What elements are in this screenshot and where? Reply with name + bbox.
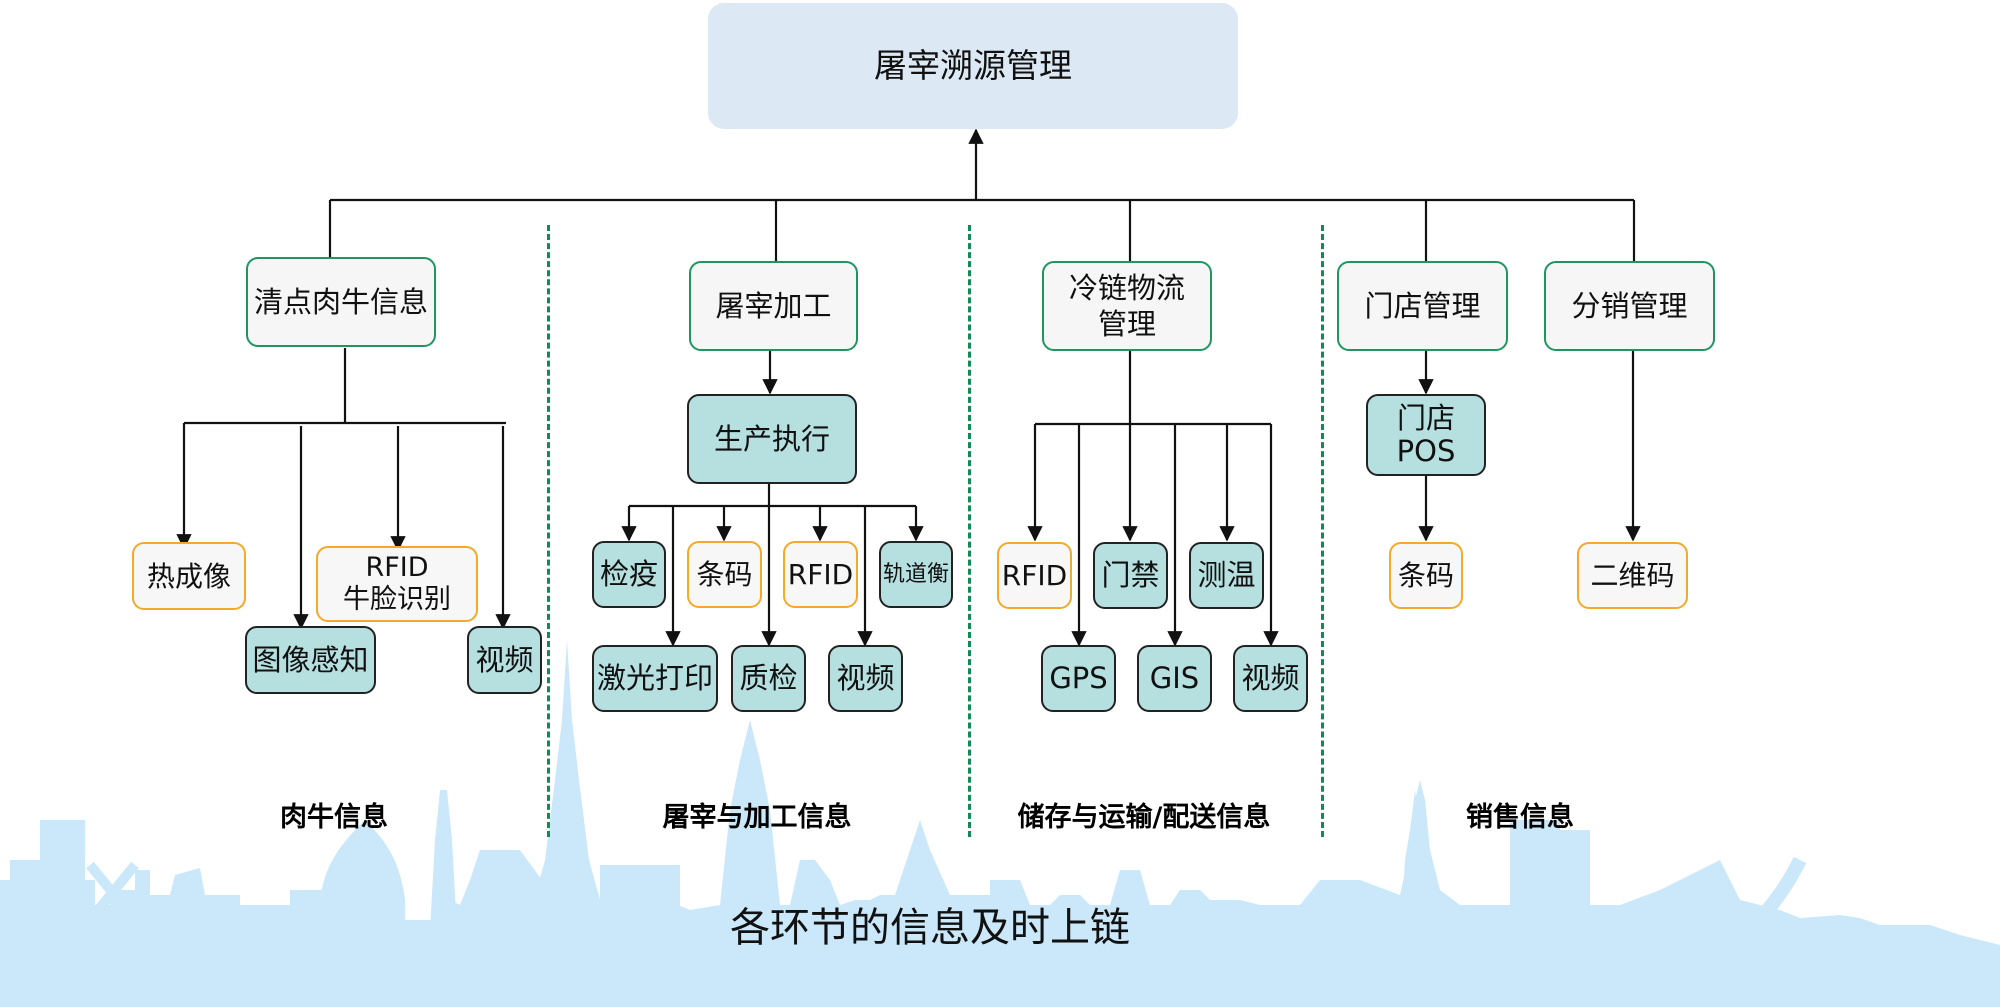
leaf-label: 轨道衡 [882,561,949,587]
category-distribution-management[interactable]: 分销管理 [1544,261,1715,351]
leaf-label: 门禁 [1101,558,1160,593]
leaf-image-perception[interactable]: 图像感知 [245,626,376,694]
category-cold-chain-logistics[interactable]: 冷链物流 管理 [1042,261,1212,351]
skyline-silhouette [0,720,2000,1007]
dome-silhouette [320,820,405,950]
leaf-video-beef[interactable]: 视频 [467,626,542,694]
leaf-label: GIS [1149,661,1200,696]
leaf-rfid-logistics[interactable]: RFID [997,542,1072,609]
leaf-gis[interactable]: GIS [1137,645,1212,712]
section-label-sales-info: 销售信息 [1466,802,1574,833]
root-node-slaughter-traceability[interactable]: 屠宰溯源管理 [708,3,1238,129]
category-store-management[interactable]: 门店管理 [1337,261,1508,351]
category-label: 分销管理 [1571,288,1688,323]
arch-silhouette [600,865,680,950]
leaf-label: 视频 [1241,661,1300,696]
leaf-label: RFID [1001,559,1068,592]
leaf-thermal-imaging[interactable]: 热成像 [132,542,246,610]
leaf-gps[interactable]: GPS [1041,645,1116,712]
leaf-label: 视频 [836,661,895,696]
category-slaughter-processing[interactable]: 屠宰加工 [689,261,858,351]
leaf-label: 质检 [739,661,798,696]
leaf-label: 二维码 [1590,559,1675,592]
category-beef-counting[interactable]: 清点肉牛信息 [246,257,436,347]
leaf-label: 激光打印 [596,661,713,696]
leaf-temperature[interactable]: 测温 [1189,542,1264,609]
leaf-track-scale[interactable]: 轨道衡 [879,541,953,608]
section-label-slaughter-processing-info: 屠宰与加工信息 [662,802,852,833]
leaf-label: 条码 [1397,559,1454,592]
leaf-label: RFID [787,558,854,591]
leaf-label: 检疫 [599,557,658,592]
category-label: 清点肉牛信息 [253,284,428,319]
leaf-label: RFID 牛脸识别 [343,551,451,615]
hub-store-pos[interactable]: 门店 POS [1366,394,1486,476]
section-label-beef-info: 肉牛信息 [280,802,388,833]
hub-label: 门店 POS [1396,400,1456,468]
footer-caption: 各环节的信息及时上链 [730,905,1130,951]
leaf-laser-printing[interactable]: 激光打印 [592,645,718,712]
ski-jump-silhouette [1686,856,1807,977]
leaf-rfid-processing[interactable]: RFID [783,541,858,608]
leaf-label: 图像感知 [252,642,369,677]
eiffel-tower-silhouette [520,640,614,950]
leaf-video-processing[interactable]: 视频 [828,645,903,712]
windmill-silhouette [86,861,139,924]
leaf-barcode-store[interactable]: 条码 [1389,542,1463,609]
hub-label: 生产执行 [713,421,830,456]
section-label-storage-transport-info: 储存与运输/配送信息 [1017,802,1271,833]
leaf-rfid-face-recognition[interactable]: RFID 牛脸识别 [316,546,478,622]
category-label: 冷链物流 管理 [1068,270,1185,341]
leaf-video-logistics[interactable]: 视频 [1233,645,1308,712]
hub-production-execution[interactable]: 生产执行 [687,394,857,484]
category-label: 门店管理 [1364,288,1481,323]
tower-silhouette [430,790,457,930]
leaf-label: 测温 [1197,558,1256,593]
category-label: 屠宰加工 [715,288,832,323]
root-label: 屠宰溯源管理 [874,46,1072,86]
leaf-barcode-processing[interactable]: 条码 [687,541,762,608]
leaf-quarantine[interactable]: 检疫 [592,541,666,608]
leaf-label: 热成像 [146,559,231,593]
leaf-label: GPS [1049,661,1108,696]
leaf-access-control[interactable]: 门禁 [1093,542,1168,609]
section-divider-1 [547,225,550,837]
tower-right-silhouette [1400,790,1430,950]
leaf-label: 视频 [475,642,534,677]
section-divider-3 [1321,225,1324,837]
leaf-qr-code[interactable]: 二维码 [1577,542,1688,609]
leaf-quality-check[interactable]: 质检 [731,645,806,712]
leaf-label: 条码 [696,558,753,591]
section-divider-2 [968,225,971,837]
